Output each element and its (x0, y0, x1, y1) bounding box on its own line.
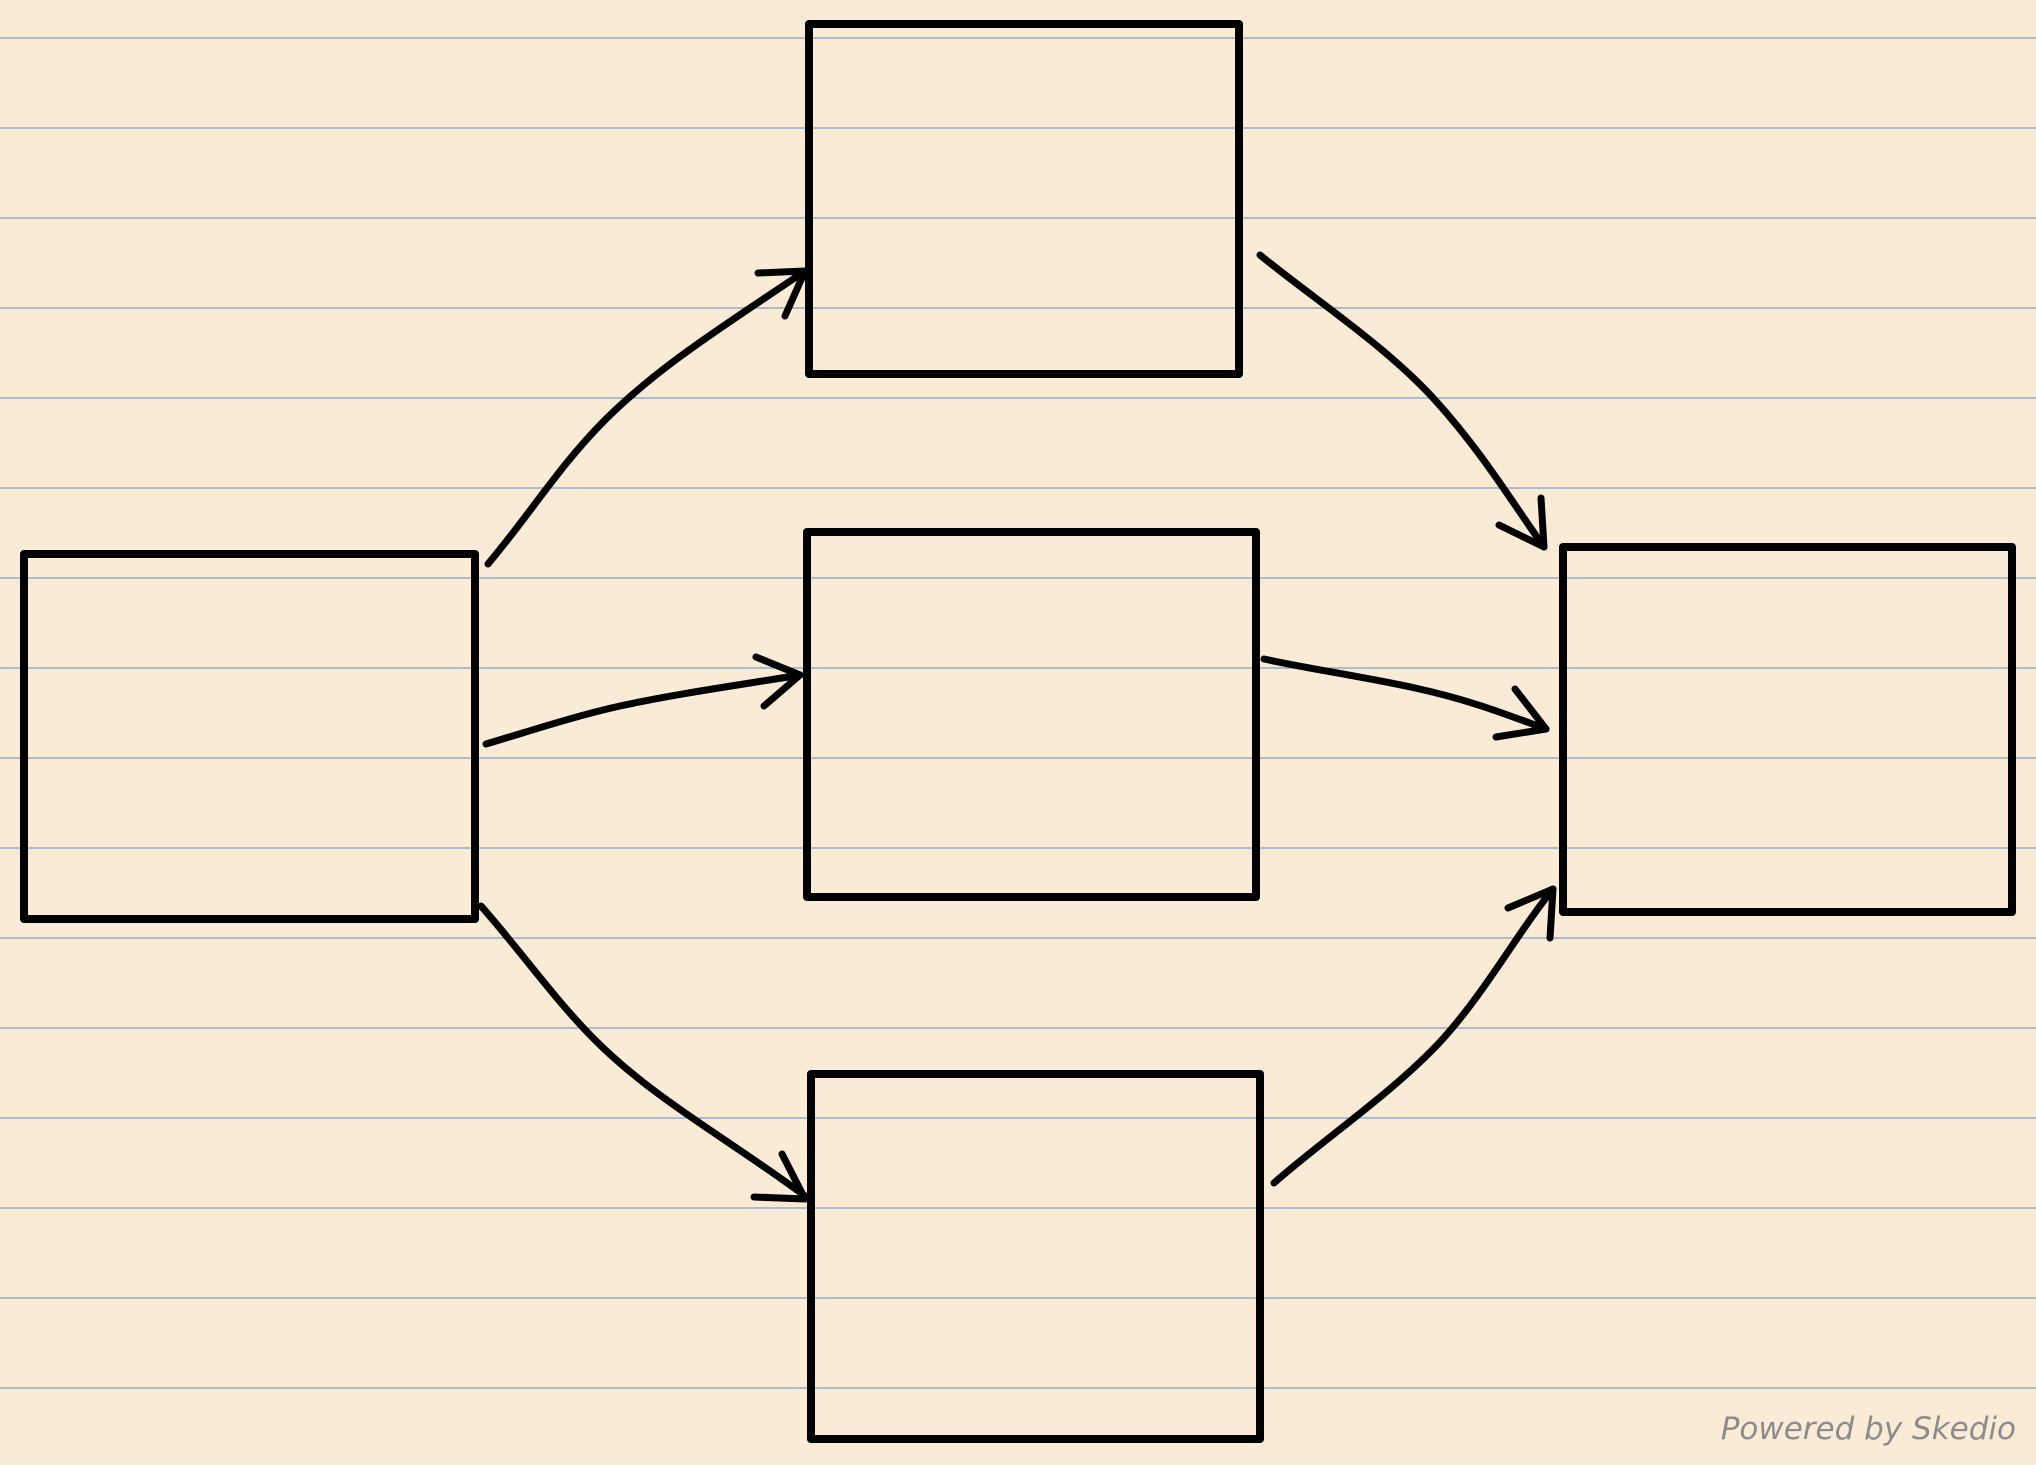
arrow-source-to-upper-middle[interactable] (484, 267, 809, 568)
ruled-lines (0, 37, 2036, 1389)
arrow-source-to-center-middle[interactable] (482, 653, 804, 748)
node-source-box[interactable] (20, 550, 479, 923)
arrow-lower-middle-to-target[interactable] (1270, 885, 1557, 1187)
arrow-source-to-lower-middle[interactable] (477, 902, 809, 1203)
arrow-upper-middle-to-target[interactable] (1256, 251, 1548, 551)
node-upper-middle-box[interactable] (805, 20, 1243, 378)
node-target-box[interactable] (1559, 543, 2016, 916)
node-lower-middle-box[interactable] (807, 1070, 1264, 1443)
arrow-center-middle-to-target[interactable] (1260, 655, 1550, 741)
node-center-middle-box[interactable] (803, 528, 1260, 901)
watermark-text: Powered by Skedio (1720, 1411, 2016, 1447)
